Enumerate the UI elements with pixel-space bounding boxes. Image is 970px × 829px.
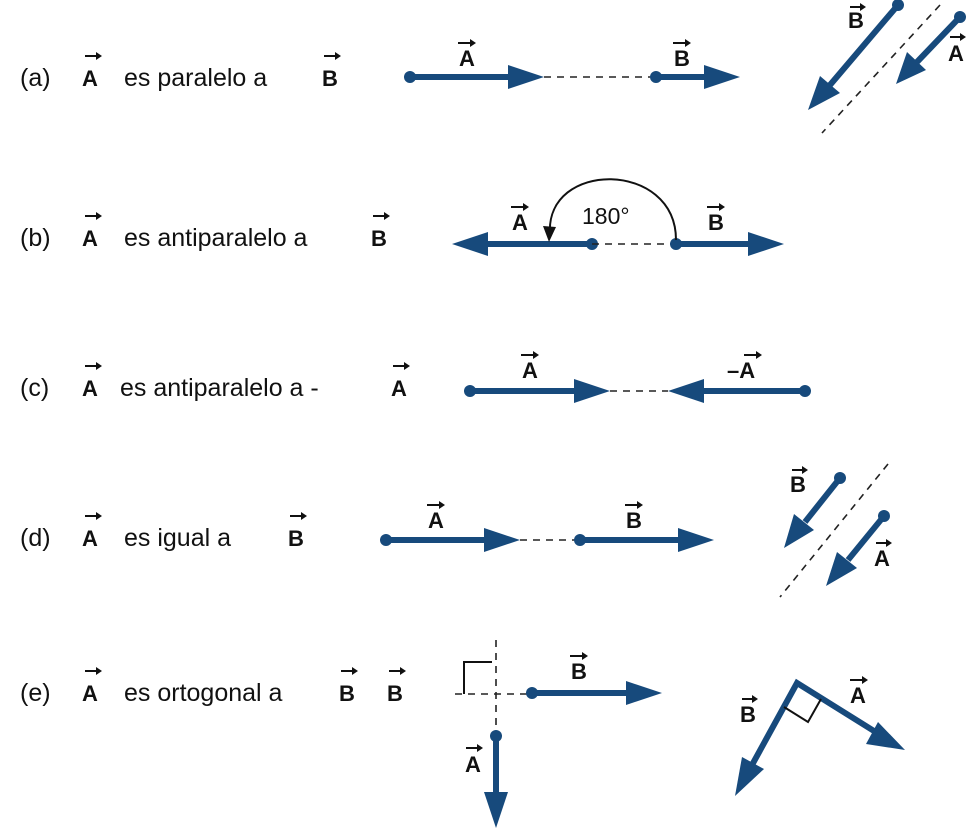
vector-arrow-icon	[802, 466, 808, 474]
label-a: A	[465, 752, 481, 777]
vector-b-head	[678, 528, 714, 552]
vector-arrow-icon	[301, 512, 307, 520]
label-a: A	[428, 508, 444, 533]
row-a-symbol-2: B	[322, 66, 338, 91]
row-a-text: es paralelo a	[124, 64, 267, 92]
vector-arrow-icon	[886, 539, 892, 547]
right-angle-marker	[463, 661, 492, 694]
vector-b-head	[704, 65, 740, 89]
row-e-symbol-1: A	[82, 681, 98, 706]
label-neg-a: –A	[727, 358, 755, 383]
vector-a-diagonal	[914, 14, 963, 65]
dashed-guide	[779, 463, 889, 598]
angle-arc-head	[543, 226, 556, 242]
vector-arrow-icon	[439, 501, 445, 509]
label-b: B	[848, 8, 864, 33]
label-a: A	[948, 41, 964, 66]
row-a: (a) A es paralelo a B A B B	[20, 0, 966, 134]
vector-arrow-icon	[523, 203, 529, 211]
vector-arrow-icon	[400, 667, 406, 675]
vector-a-head	[484, 792, 508, 828]
label-b: B	[571, 659, 587, 684]
row-b: (b) A es antiparalelo a B A B 180°	[20, 178, 784, 256]
vector-arrow-icon	[752, 695, 758, 703]
label-b: B	[626, 508, 642, 533]
vector-a-head	[484, 528, 520, 552]
vector-ab-vertex	[749, 678, 876, 767]
label-b: B	[740, 702, 756, 727]
right-angle-marker	[783, 698, 822, 724]
label-b: B	[790, 472, 806, 497]
label-b: B	[674, 46, 690, 71]
label-a: A	[512, 210, 528, 235]
row-c-symbol-1: A	[82, 376, 98, 401]
row-d-prefix: (d)	[20, 524, 51, 552]
vector-neg-a-head	[668, 379, 704, 403]
vector-arrow-icon	[335, 52, 341, 60]
label-b: B	[708, 210, 724, 235]
vector-arrow-icon	[404, 362, 410, 370]
dashed-guide	[821, 4, 941, 134]
vector-arrow-icon	[384, 212, 390, 220]
row-c: (c) A es antiparalelo a - A A –A	[20, 351, 811, 403]
vector-arrow-icon	[860, 3, 866, 11]
vector-a-head	[826, 552, 857, 586]
vector-a-head	[866, 722, 905, 750]
row-b-text: es antiparalelo a	[124, 224, 308, 252]
label-a: A	[459, 46, 475, 71]
row-e-symbol-2: B	[339, 681, 355, 706]
vector-arrow-icon	[477, 744, 483, 752]
row-b-symbol-1: A	[82, 226, 98, 251]
row-d-symbol-1: A	[82, 526, 98, 551]
angle-label: 180°	[582, 203, 630, 229]
vector-b-head	[784, 514, 814, 548]
vector-a-head	[896, 52, 926, 84]
row-d: (d) A es igual a B A B B	[20, 463, 892, 598]
vector-arrow-icon	[960, 33, 966, 41]
row-b-prefix: (b)	[20, 224, 51, 252]
row-d-text: es igual a	[124, 524, 231, 552]
vector-arrow-icon	[582, 652, 588, 660]
vector-b-diagonal	[827, 3, 901, 87]
row-c-symbol-2: A	[391, 376, 407, 401]
vector-arrow-icon	[96, 362, 102, 370]
row-c-text: es antiparalelo a -	[120, 374, 319, 402]
vector-arrow-icon	[96, 512, 102, 520]
vector-arrow-icon	[637, 501, 643, 509]
row-e-text: es ortogonal a	[124, 679, 283, 707]
row-a-prefix: (a)	[20, 64, 51, 92]
label-a: A	[522, 358, 538, 383]
vector-arrow-icon	[756, 351, 762, 359]
vector-b-head	[735, 757, 764, 796]
vector-arrow-icon	[96, 212, 102, 220]
row-e: (e) A es ortogonal a B B B A	[20, 640, 905, 828]
vector-arrow-icon	[96, 52, 102, 60]
vector-arrow-icon	[470, 39, 476, 47]
vector-arrow-icon	[96, 667, 102, 675]
vector-b-diagonal	[802, 476, 843, 524]
row-e-symbol-3: B	[387, 681, 403, 706]
vector-a-head	[574, 379, 610, 403]
vector-a-head	[508, 65, 544, 89]
row-b-symbol-2: B	[371, 226, 387, 251]
vector-arrow-icon	[862, 676, 868, 684]
vector-a-diagonal	[845, 514, 887, 562]
vector-b-head	[626, 681, 662, 705]
label-a: A	[874, 546, 890, 571]
vector-arrow-icon	[719, 203, 725, 211]
row-e-prefix: (e)	[20, 679, 51, 707]
angle-arc	[548, 178, 677, 241]
row-a-symbol-1: A	[82, 66, 98, 91]
vector-arrow-icon	[352, 667, 358, 675]
row-c-prefix: (c)	[20, 374, 49, 402]
vector-b-head	[808, 76, 840, 110]
row-d-symbol-2: B	[288, 526, 304, 551]
vector-a-head	[452, 232, 488, 256]
label-a: A	[850, 683, 866, 708]
vector-b-head	[748, 232, 784, 256]
vector-arrow-icon	[533, 351, 539, 359]
vector-arrow-icon	[685, 39, 691, 47]
